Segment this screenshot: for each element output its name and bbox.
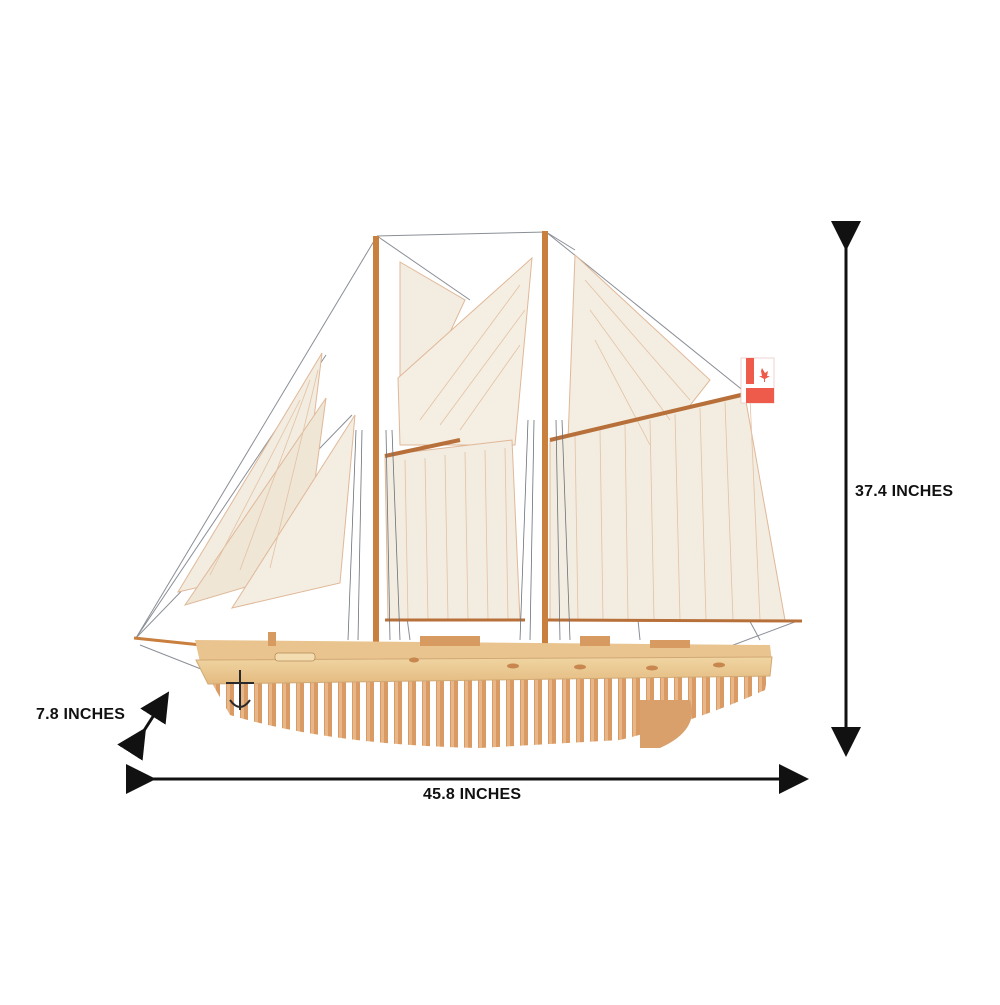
canadian-flag-icon (740, 357, 775, 404)
hull-ribs (200, 662, 770, 748)
deck (195, 640, 772, 662)
sheer-strake (195, 656, 773, 685)
main-boom (547, 618, 803, 623)
anchor-icon (226, 670, 254, 710)
main-mast (542, 231, 548, 644)
nameplate (274, 652, 316, 662)
depth-dimension-label: 7.8 INCHES (36, 706, 126, 723)
sail-fisherman (397, 256, 533, 446)
sails (176, 253, 786, 621)
main-gaff (549, 392, 746, 442)
sail-staysail (230, 414, 356, 609)
height-dimension-label: 37.4 INCHES (855, 483, 954, 500)
length-dimension-label: 45.8 INCHES (423, 786, 522, 803)
hull (195, 632, 773, 748)
keel (640, 700, 692, 748)
fore-mast (373, 236, 379, 644)
depth-arrow (117, 691, 170, 761)
dimension-arrows (117, 221, 861, 794)
fore-gaff (384, 438, 461, 458)
